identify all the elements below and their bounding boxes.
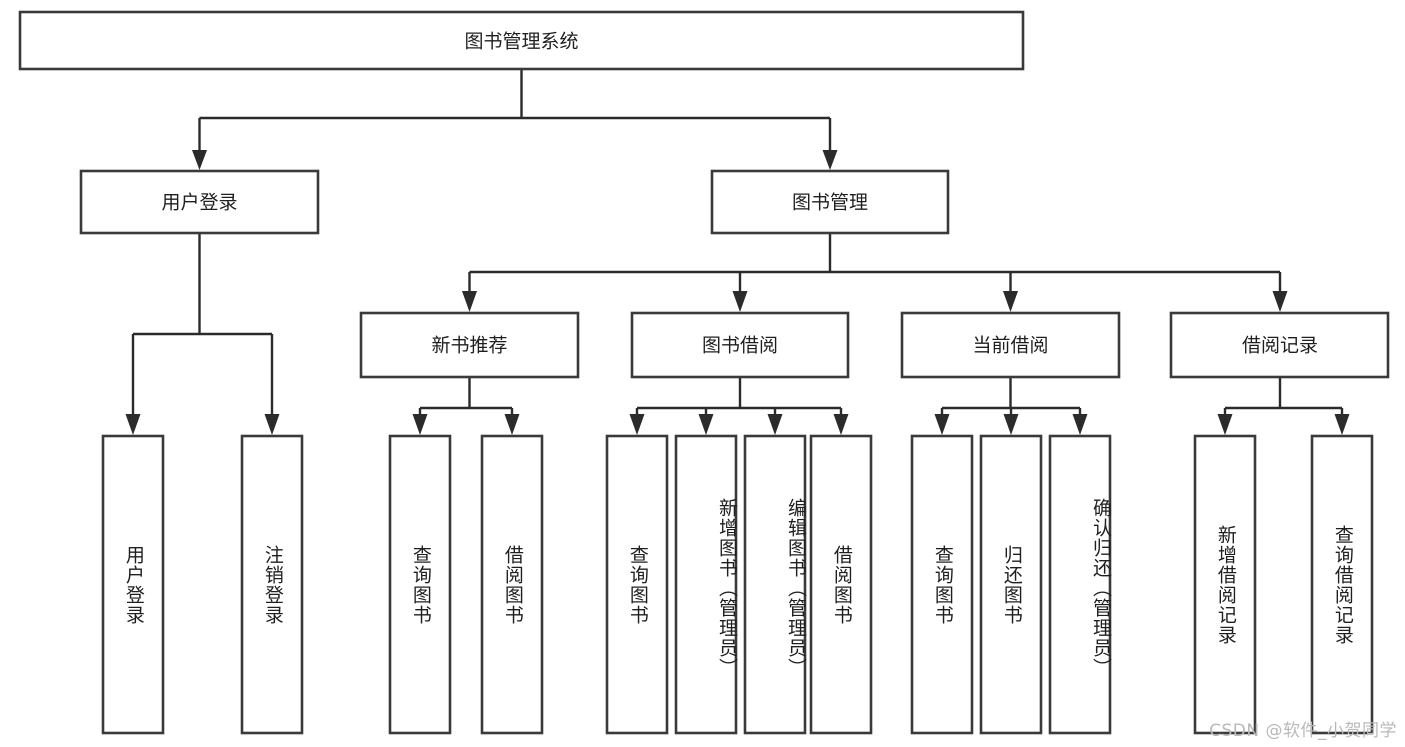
node-borrow-record[interactable]: 借阅记录: [1169, 311, 1390, 379]
node-root[interactable]: 图书管理系统: [18, 10, 1025, 71]
node-book-borrow[interactable]: 图书借阅: [630, 311, 850, 379]
arrow-new-book-branch-1: [412, 414, 428, 435]
leaf-box-add-book-admin[interactable]: [674, 434, 738, 735]
leaf-boxes-layer: [101, 434, 1374, 735]
node-current-borrow[interactable]: 当前借阅: [900, 311, 1121, 379]
node-book-management[interactable]: 图书管理: [710, 169, 950, 235]
arrow-user-login-branch-2: [264, 414, 280, 435]
arrow-book-mgmt-branch-4: [1272, 291, 1288, 312]
node-new-book-recommend-box[interactable]: [359, 311, 580, 379]
node-book-management-label: 图书管理: [792, 192, 868, 214]
arrow-current-borrow-branch-2: [1003, 414, 1019, 435]
arrow-book-mgmt-branch-3: [1003, 291, 1018, 312]
arrow-book-borrow-branch-3: [767, 414, 783, 435]
arrow-current-borrow-branch-1: [934, 414, 950, 435]
node-new-book-recommend-label: 新书推荐: [431, 335, 507, 357]
arrow-root-to-user-login: [192, 150, 207, 170]
arrow-book-borrow-branch-2: [698, 414, 714, 435]
node-borrow-record-box[interactable]: [1169, 311, 1390, 379]
connectors-layer: [125, 69, 1350, 435]
node-root-box[interactable]: [18, 10, 1025, 71]
arrow-current-borrow-branch-3: [1072, 414, 1088, 435]
leaf-box-borrow-book[interactable]: [809, 434, 873, 735]
leaf-box-return-book[interactable]: [979, 434, 1043, 735]
leaf-box-confirm-return-admin[interactable]: [1048, 434, 1112, 735]
watermark-text: CSDN @软件_小贺同学: [1209, 721, 1397, 741]
arrow-borrow-record-branch-2: [1334, 414, 1350, 435]
arrow-book-borrow-branch-4: [833, 414, 849, 435]
arrow-new-book-branch-2: [504, 414, 520, 435]
node-current-borrow-label: 当前借阅: [972, 335, 1048, 357]
leaf-box-logout[interactable]: [240, 434, 304, 735]
leaf-box-user-login[interactable]: [101, 434, 165, 735]
arrow-user-login-branch-1: [125, 414, 141, 435]
leaf-box-query-book-new[interactable]: [388, 434, 452, 735]
leaf-box-edit-book-admin[interactable]: [743, 434, 807, 735]
arrow-book-mgmt-branch-1: [462, 291, 477, 312]
node-root-label: 图书管理系统: [464, 31, 578, 53]
node-borrow-record-label: 借阅记录: [1242, 335, 1318, 357]
leaf-box-query-borrow-record[interactable]: [1310, 434, 1374, 735]
node-user-login-box[interactable]: [79, 169, 320, 235]
leaf-box-add-borrow-record[interactable]: [1193, 434, 1257, 735]
leaf-box-query-book-current[interactable]: [910, 434, 974, 735]
node-book-management-box[interactable]: [710, 169, 950, 235]
node-user-login[interactable]: 用户登录: [79, 169, 320, 235]
arrow-book-mgmt-branch-2: [732, 291, 748, 312]
node-new-book-recommend[interactable]: 新书推荐: [359, 311, 580, 379]
node-current-borrow-box[interactable]: [900, 311, 1121, 379]
leaf-box-query-book-borrow[interactable]: [605, 434, 669, 735]
node-user-login-label: 用户登录: [161, 192, 237, 214]
arrow-borrow-record-branch-1: [1217, 414, 1233, 435]
leaf-box-borrow-book-new[interactable]: [480, 434, 544, 735]
node-book-borrow-label: 图书借阅: [702, 335, 778, 357]
arrow-root-to-book-mgmt: [822, 150, 838, 170]
arrow-book-borrow-branch-1: [629, 414, 645, 435]
node-book-borrow-box[interactable]: [630, 311, 850, 379]
